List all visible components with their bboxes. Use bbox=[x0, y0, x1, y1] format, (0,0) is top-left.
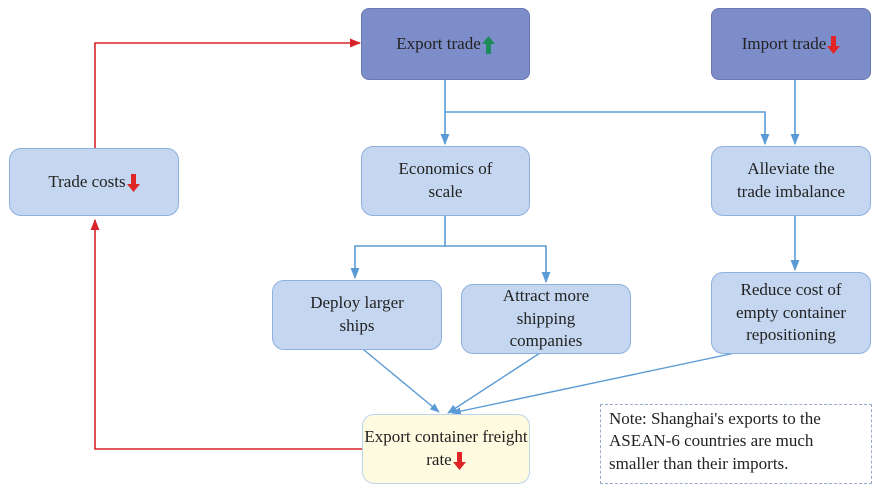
arrow-tradecosts-to-export bbox=[94, 38, 362, 148]
arrow-economics-to-deploy bbox=[350, 216, 446, 280]
note-text: Note: Shanghai's exports to the ASEAN-6 … bbox=[609, 409, 821, 473]
node-deploy-larger-ships: Deploy larger ships bbox=[272, 280, 442, 350]
node-label: Deploy larger ships bbox=[310, 293, 404, 335]
node-trade-costs: Trade costs bbox=[9, 148, 179, 216]
arrow-economics-to-attract bbox=[445, 245, 551, 284]
node-label: Export trade bbox=[396, 33, 481, 53]
arrow-deploy-to-freight bbox=[357, 344, 440, 413]
arrow-export-to-alleviate bbox=[445, 111, 770, 146]
red-down-arrow-icon bbox=[126, 173, 140, 192]
node-import-trade: Import trade bbox=[711, 8, 871, 80]
node-label: Import trade bbox=[741, 33, 827, 53]
node-attract-shipping: Attract more shipping companies bbox=[461, 284, 631, 354]
node-label: Economics of scale bbox=[398, 159, 493, 201]
green-up-arrow-icon bbox=[481, 35, 495, 54]
note-box: Note: Shanghai's exports to the ASEAN-6 … bbox=[600, 404, 872, 484]
node-label: Export container freight rate bbox=[364, 427, 528, 469]
node-export-trade: Export trade bbox=[361, 8, 530, 80]
node-label: Reduce cost of empty container repositio… bbox=[736, 279, 846, 345]
arrow-attract-to-freight bbox=[447, 352, 541, 414]
node-reduce-cost: Reduce cost of empty container repositio… bbox=[711, 272, 871, 354]
red-down-arrow-icon bbox=[452, 452, 466, 471]
red-down-arrow-icon bbox=[827, 35, 841, 54]
node-alleviate-imbalance: Alleviate the trade imbalance bbox=[711, 146, 871, 216]
node-label: Trade costs bbox=[48, 171, 126, 191]
node-economics-of-scale: Economics of scale bbox=[361, 146, 530, 216]
node-label: Attract more shipping companies bbox=[502, 285, 590, 351]
node-freight-rate: Export container freight rate bbox=[362, 414, 530, 484]
node-label: Alleviate the trade imbalance bbox=[736, 159, 846, 201]
